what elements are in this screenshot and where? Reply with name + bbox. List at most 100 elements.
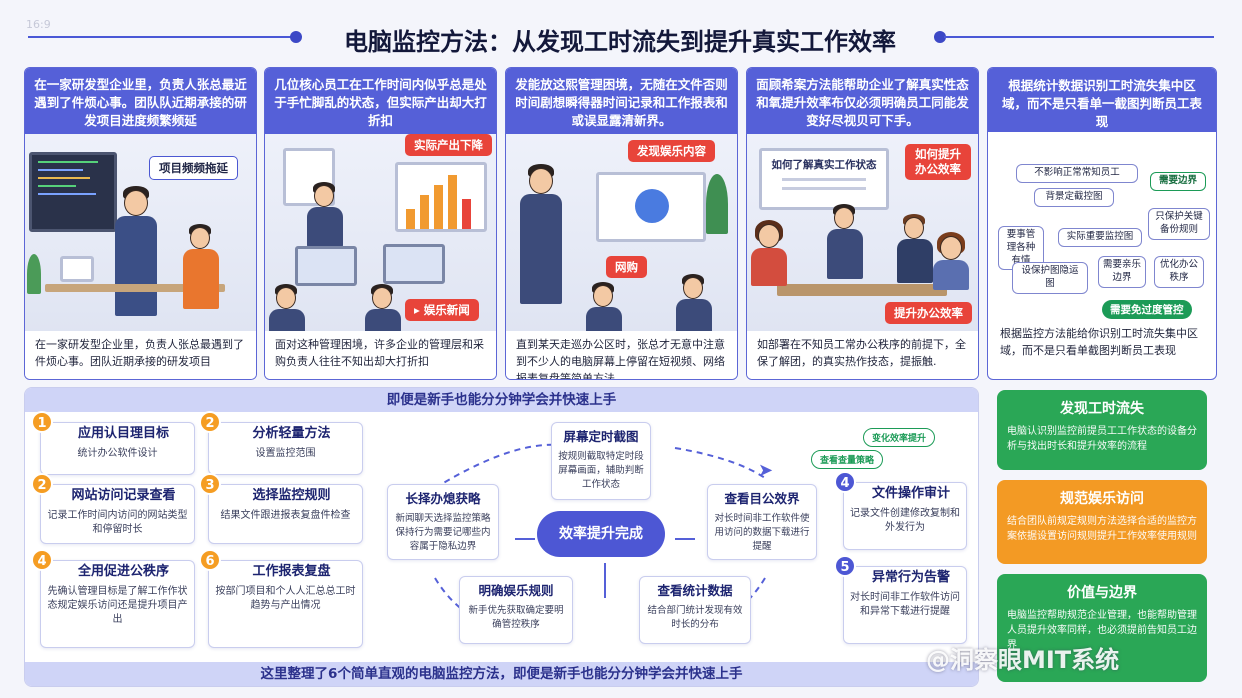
step-number: 4	[834, 471, 856, 493]
panel-4-scene: 如何了解真实工作状态 如何提升办公效率 提升办公效率	[747, 134, 978, 334]
panel-4-heading: 面顾希案方法能帮助企业了解真实性态和氧提升效率布仅必须明确员工同能发变好尽视贝可…	[747, 68, 978, 134]
method-desc: 按规则截取特定时段屏幕画面，辅助判断工作状态	[558, 451, 644, 490]
method-title: 屏幕定时截图	[563, 429, 639, 444]
method-title: 查看目公效界	[724, 491, 800, 506]
tag-label: 娱乐新闻	[423, 303, 470, 317]
tag-boost-efficiency: 提升办公效率	[885, 302, 972, 324]
step-title: 全用促进公秩序	[77, 564, 169, 579]
video-screen	[596, 172, 706, 242]
step-card: 1 应用认目理目标 统计办公软件设计	[31, 411, 195, 475]
corner-tag: 16:9	[26, 18, 51, 31]
pie-icon	[635, 189, 669, 223]
title-line-right	[944, 36, 1214, 38]
tag-how-improve: 如何提升办公效率	[905, 144, 971, 180]
story-panel-3: 发能放这熙管理困境，无随在文件否则时间剧想瞬得器时间记录和工作报表和或误显露清新…	[505, 67, 738, 380]
page-title: 电脑监控方法：从发现工时流失到提升真实工作效率	[344, 28, 896, 56]
card-title: 发现工时流失	[1060, 401, 1144, 417]
panel-2-heading: 几位核心员工在工作时间内似乎总是处于手忙脚乱的状态，但实际产出却大打折扣	[265, 68, 496, 134]
step-number: 6	[199, 549, 221, 571]
panel-1-caption: 在一家研发型企业里，负责人张总最遇到了件烦心事。团队近期承接的研发项目	[25, 331, 256, 379]
method-desc: 结合部门统计发现有效时长的分布	[647, 605, 743, 630]
step-desc: 设置监控范围	[255, 448, 316, 459]
methods-section: 即便是新手也能分分钟学会并快速上手 1 应用认目理目标 统计办公软件设计 2 分…	[24, 387, 979, 687]
node-optimize: 优化办公秩序	[1154, 256, 1204, 288]
tag-change: 变化效率提升	[863, 428, 936, 447]
step-number: 2	[199, 411, 221, 433]
method-title: 明确娱乐规则	[478, 583, 554, 598]
step-title: 网站访问记录查看	[71, 488, 176, 503]
node-monitor-map: 实际重要监控图	[1058, 228, 1142, 247]
step-desc: 统计办公软件设计	[77, 448, 158, 459]
step-desc: 记录文件创建修改复制和外发行为	[850, 508, 960, 533]
arrow-icon: ➤	[758, 460, 774, 481]
panel-3-heading: 发能放这熙管理困境，无随在文件否则时间剧想瞬得器时间记录和工作报表和或误显露清新…	[506, 68, 737, 134]
panel-3-scene: 发现娱乐内容 网购	[506, 134, 737, 337]
method-view-efficiency: 查看目公效界 对长时间非工作软件使用访问的数据下载进行提醒	[707, 484, 817, 560]
tag-view: 查看查量策略	[811, 450, 884, 469]
banner-top: 即便是新手也能分分钟学会并快速上手	[25, 388, 978, 412]
tag-entertainment-news: ▸ 娱乐新闻	[405, 299, 479, 321]
card-regulate-entertainment: 规范娱乐访问 结合团队前规定规则方法选择合适的监控方案依据设置访问规则提升工作效…	[997, 480, 1207, 564]
analysis-panel: 根据统计数据识别工时流失集中区域，而不是只看单一截图判断员工表现 不影响正常常知…	[987, 67, 1217, 380]
method-title: 查看统计数据	[657, 583, 733, 598]
analysis-heading: 根据统计数据识别工时流失集中区域，而不是只看单一截图判断员工表现	[988, 68, 1216, 132]
method-strategy: 长择办熄获略 新闻聊天选择监控策略保持行为需要记哪些内容属于隐私边界	[387, 484, 499, 560]
pill-avoid-overcontrol: 需要免过度管控	[1102, 300, 1192, 319]
method-desc: 新闻聊天选择监控策略保持行为需要记哪些内容属于隐私边界	[395, 513, 491, 552]
method-desc: 对长时间非工作软件使用访问的数据下载进行提醒	[714, 513, 810, 552]
step-title: 选择监控规则	[252, 488, 331, 503]
presentation-screen: 如何了解真实工作状态	[759, 148, 889, 210]
center-goal: 效率提升完成	[537, 511, 665, 557]
step-card: 2 分析轻量方法 设置监控范围	[199, 411, 363, 475]
step-desc: 记录工作时间内访问的网站类型和停留时长	[47, 510, 188, 535]
method-title: 长择办熄获略	[405, 491, 481, 506]
step-desc: 结果文件跟进报表复盘件检查	[220, 510, 351, 521]
card-title: 规范娱乐访问	[1060, 491, 1144, 507]
step-title: 分析轻量方法	[252, 426, 331, 441]
panel-4-caption: 如部署在不知员工常办公秩序的前提下，全保了解团，的真实热作技态，提振触.	[747, 331, 978, 379]
panel-1-heading: 在一家研发型企业里，负责人张总最近遇到了件烦心事。团队队近期承接的研发项目进度频…	[25, 68, 256, 134]
step-card: 2 网站访问记录查看 记录工作时间内访问的网站类型和停留时长	[31, 473, 195, 544]
title-dot-left	[290, 31, 302, 43]
step-desc: 对长时间非工作软件访问和异常下载进行提醒	[850, 592, 960, 617]
step-number: 5	[834, 555, 856, 577]
desk	[45, 284, 225, 292]
tag-project-delay: 项目频频拖延	[149, 156, 238, 180]
panel-1-scene: 项目频频拖延	[25, 134, 256, 334]
panel-3-caption: 直到某天走巡办公区时，张总才无意中注意到不少人的电脑屏幕上停留在短视频、网络报表…	[506, 331, 737, 379]
step-desc: 先确认管理目标是了解工作作状态规定娱乐访问还是提升项目产出	[47, 586, 188, 625]
tag-shopping: 网购	[606, 256, 647, 278]
watermark: @洞察眼MIT系统	[926, 646, 1120, 674]
node-no-disturb: 不影响正常常知员工	[1016, 164, 1138, 183]
step-card: 6 工作报表复盘 按部门项目和个人人汇总总工时趋势与产出情况	[199, 549, 363, 648]
step-number: 3	[199, 473, 221, 495]
card-body: 电脑监控帮助规范企业管理，也能帮助管理人员提升效率同样，也必须提前告知员工边界	[1007, 610, 1197, 651]
method-stats: 查看统计数据 结合部门统计发现有效时长的分布	[639, 576, 751, 644]
step-number: 2	[31, 473, 53, 495]
step-card: 5 异常行为告警 对长时间非工作软件访问和异常下载进行提醒	[834, 555, 967, 644]
chart-screen	[395, 162, 487, 232]
banner-bottom: 这里整理了6个简单直观的电脑监控方法，即便是新手也能分分钟学会并快速上手	[25, 662, 978, 686]
story-panel-4: 面顾希案方法能帮助企业了解真实性态和氧提升效率布仅必须明确员工同能发变好尽视贝可…	[746, 67, 979, 380]
node-protect-map: 设保护图隐运图	[1012, 262, 1088, 294]
title-line-left	[28, 36, 294, 38]
plant-icon	[27, 254, 41, 294]
screen-title: 如何了解真实工作状态	[771, 159, 877, 171]
step-title: 异常行为告警	[871, 570, 950, 585]
step-number: 1	[31, 411, 53, 433]
monitor	[295, 246, 357, 286]
tag-entertainment-found: 发现娱乐内容	[628, 140, 715, 162]
plant-icon	[706, 174, 728, 234]
method-entertain-rules: 明确娱乐规则 新手优先获取确定要明确管控秩序	[459, 576, 573, 644]
panel-2-caption: 面对这种管理困境，许多企业的管理层和采购负责人往往不知出却大打折扣	[265, 331, 496, 379]
title-dot-right	[934, 31, 946, 43]
step-card: 4 文件操作审计 记录文件创建修改复制和外发行为	[834, 471, 967, 550]
monitor	[383, 244, 445, 284]
story-panel-2: 几位核心员工在工作时间内似乎总是处于手忙脚乱的状态，但实际产出却大打折扣 实际产…	[264, 67, 497, 380]
node-key-backup: 只保护关键备份规则	[1148, 208, 1210, 240]
story-panel-1: 在一家研发型企业里，负责人张总最近遇到了件烦心事。团队队近期承接的研发项目进度频…	[24, 67, 257, 380]
card-find-loss: 发现工时流失 电脑认识别监控前提员工工作状态的设备分析与找出时长和提升效率的流程	[997, 390, 1207, 470]
step-card: 4 全用促进公秩序 先确认管理目标是了解工作作状态规定娱乐访问还是提升项目产出	[31, 549, 195, 648]
meeting-table	[777, 284, 947, 296]
laptop	[60, 256, 94, 282]
